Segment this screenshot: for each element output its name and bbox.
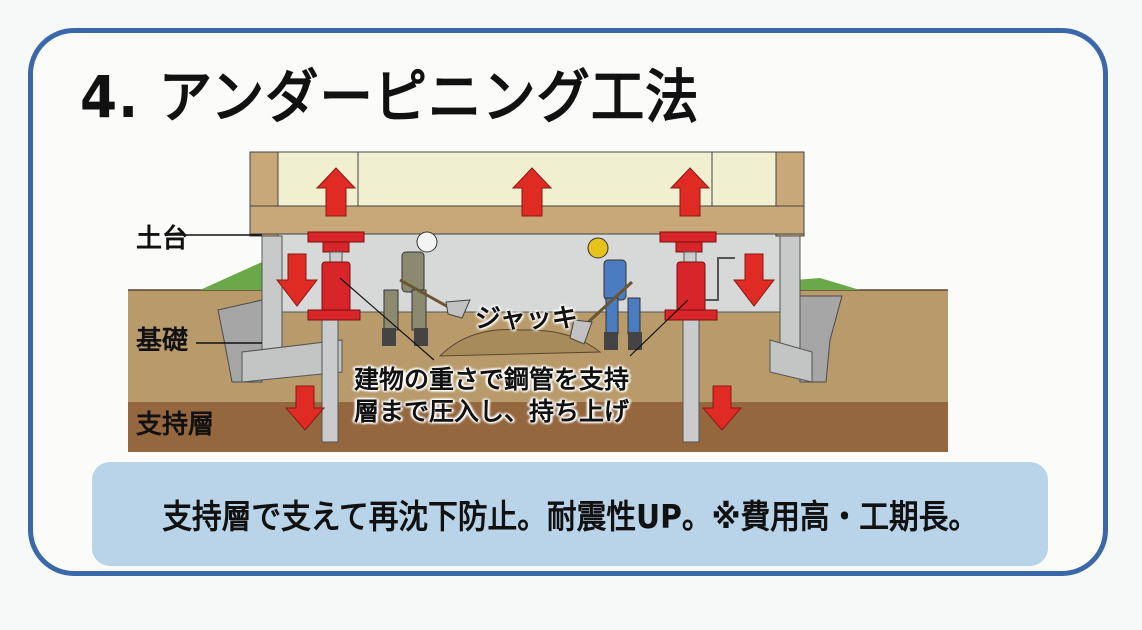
label-bearing-layer: 支持層 xyxy=(136,410,215,440)
grass-left xyxy=(200,262,262,290)
jack-right xyxy=(659,231,735,321)
worker-right xyxy=(569,237,642,350)
steel-pipe-left xyxy=(321,319,339,443)
foundation-right xyxy=(779,235,801,353)
grass-right xyxy=(795,278,860,290)
up-arrows xyxy=(315,167,711,217)
worker-left xyxy=(382,231,471,346)
summary-text: 支持層で支えて再沈下防止。耐震性UP。※費用高・工期長。 xyxy=(162,497,978,536)
summary-box: 支持層で支えて再沈下防止。耐震性UP。※費用高・工期長。 xyxy=(92,462,1048,566)
caption-line-1: 建物の重さで鋼管を支持 xyxy=(354,365,630,394)
steel-pipe-right xyxy=(682,319,700,443)
page-title: 4. アンダーピニング工法 xyxy=(80,63,700,131)
label-dodai: 土台 xyxy=(136,224,189,254)
label-jack: ジャッキ xyxy=(475,304,578,334)
leader-jack-left xyxy=(339,277,435,361)
leader-jack-right xyxy=(629,299,689,357)
foundation-left xyxy=(261,235,283,353)
diagram-caption: 建物の重さで鋼管を支持 層まで圧入し、持ち上げ xyxy=(354,364,629,428)
label-kiso: 基礎 xyxy=(136,326,189,356)
dirt-pile xyxy=(438,329,602,357)
caption-line-2: 層まで圧入し、持ち上げ xyxy=(354,397,630,426)
down-arrows xyxy=(275,253,776,431)
bearing-layer xyxy=(128,402,948,452)
